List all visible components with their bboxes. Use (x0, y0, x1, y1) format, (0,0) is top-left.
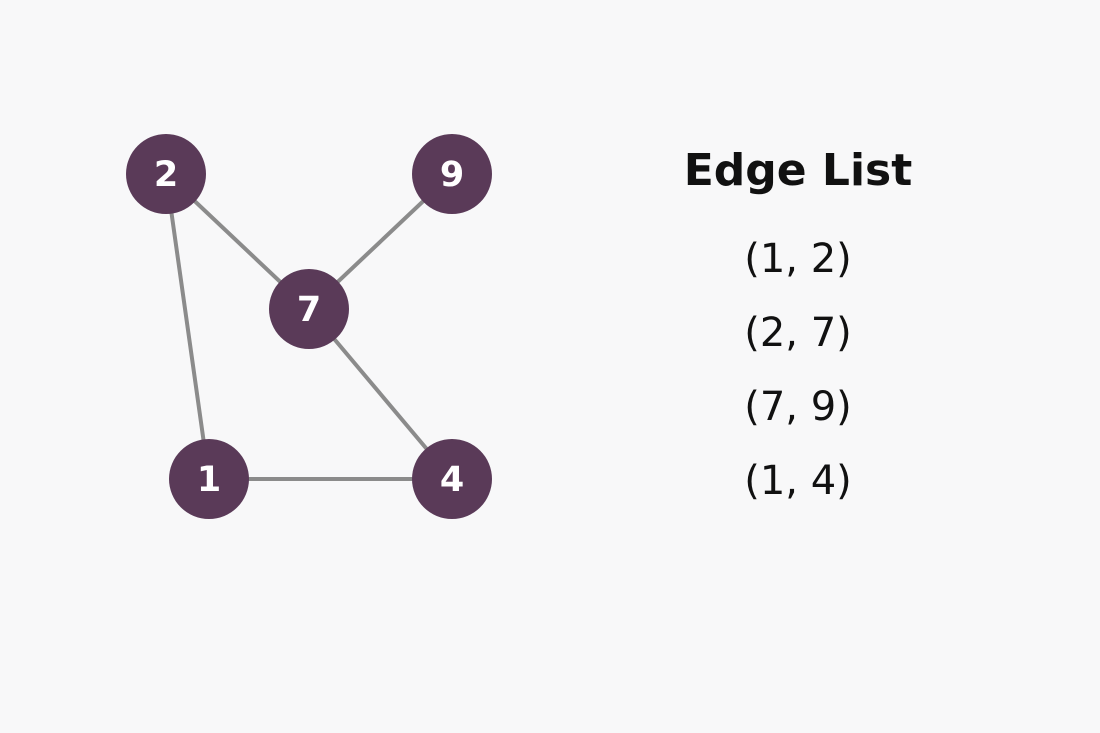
graph-nodes: 2 9 7 1 4 (126, 134, 492, 519)
node-1: 1 (169, 439, 249, 519)
node-label-9: 9 (440, 155, 464, 195)
node-4: 4 (412, 439, 492, 519)
edge-2-1 (164, 172, 211, 481)
node-label-2: 2 (154, 155, 178, 195)
node-label-4: 4 (440, 460, 464, 500)
node-circle-1 (169, 439, 249, 519)
node-7: 7 (269, 269, 349, 349)
edge-list-entry-3: (7, 9) (744, 384, 852, 430)
edge-list-title: Edge List (683, 145, 913, 196)
node-circle-7 (269, 269, 349, 349)
edge-list-entry-4: (1, 4) (744, 458, 852, 504)
node-9: 9 (412, 134, 492, 214)
edge-list-entry-1: (1, 2) (744, 236, 852, 282)
node-label-1: 1 (197, 460, 221, 500)
node-circle-2 (126, 134, 206, 214)
node-2: 2 (126, 134, 206, 214)
edge-list-entry-2: (2, 7) (744, 310, 852, 356)
node-circle-9 (412, 134, 492, 214)
node-circle-4 (412, 439, 492, 519)
edge-list-panel: Edge List (1, 2) (2, 7) (7, 9) (1, 4) (640, 140, 956, 518)
node-label-7: 7 (297, 290, 321, 330)
